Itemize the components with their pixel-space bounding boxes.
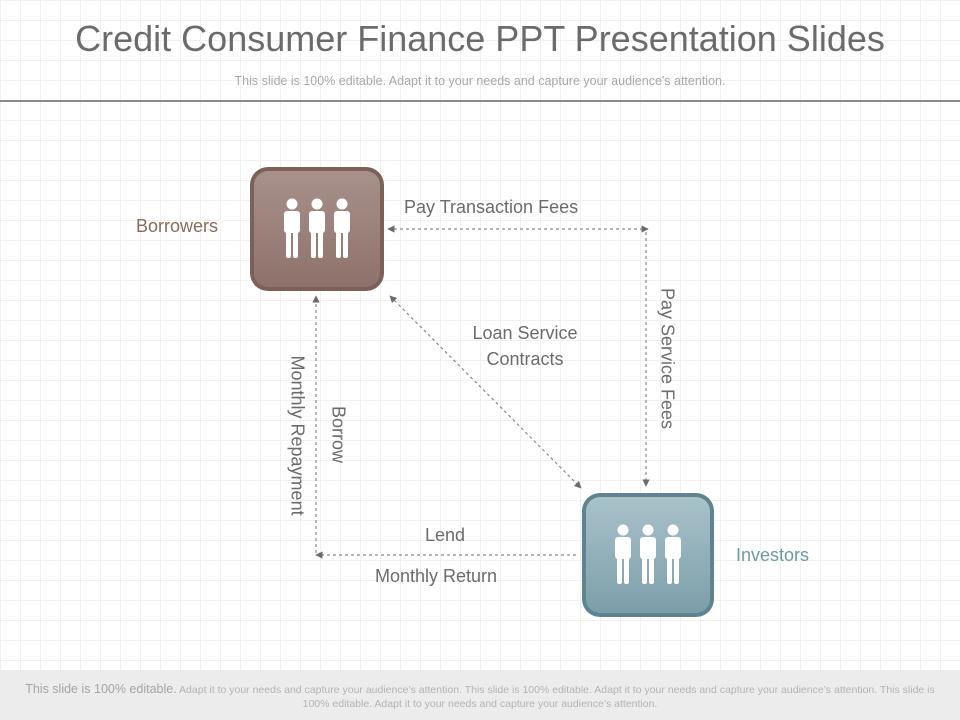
footer-body-text: Adapt it to your needs and capture your …	[179, 684, 935, 710]
header-divider	[0, 100, 960, 102]
people-group-icon	[284, 198, 350, 258]
people-group-icon	[615, 524, 681, 584]
loan-service-contracts-label: Loan Service Contracts	[472, 323, 578, 369]
footer-disclaimer: This slide is 100% editable. Adapt it to…	[0, 670, 960, 720]
page-subtitle: This slide is 100% editable. Adapt it to…	[234, 74, 726, 88]
monthly-return-label: Monthly Return	[375, 566, 498, 586]
monthly-repayment-label: Monthly Repayment	[287, 355, 308, 516]
footer-lead-text: This slide is 100% editable.	[25, 682, 177, 696]
borrow-label: Borrow	[328, 405, 349, 463]
investors-label: Investors	[736, 545, 810, 565]
investors-node	[582, 493, 714, 617]
borrowers-label: Borrowers	[136, 216, 219, 236]
lend-label: Lend	[425, 525, 466, 545]
pay-transaction-fees-label: Pay Transaction Fees	[404, 197, 579, 217]
page-title: Credit Consumer Finance PPT Presentation…	[75, 18, 885, 59]
pay-service-fees-label: Pay Service Fees	[657, 287, 678, 430]
borrowers-node	[250, 167, 384, 291]
